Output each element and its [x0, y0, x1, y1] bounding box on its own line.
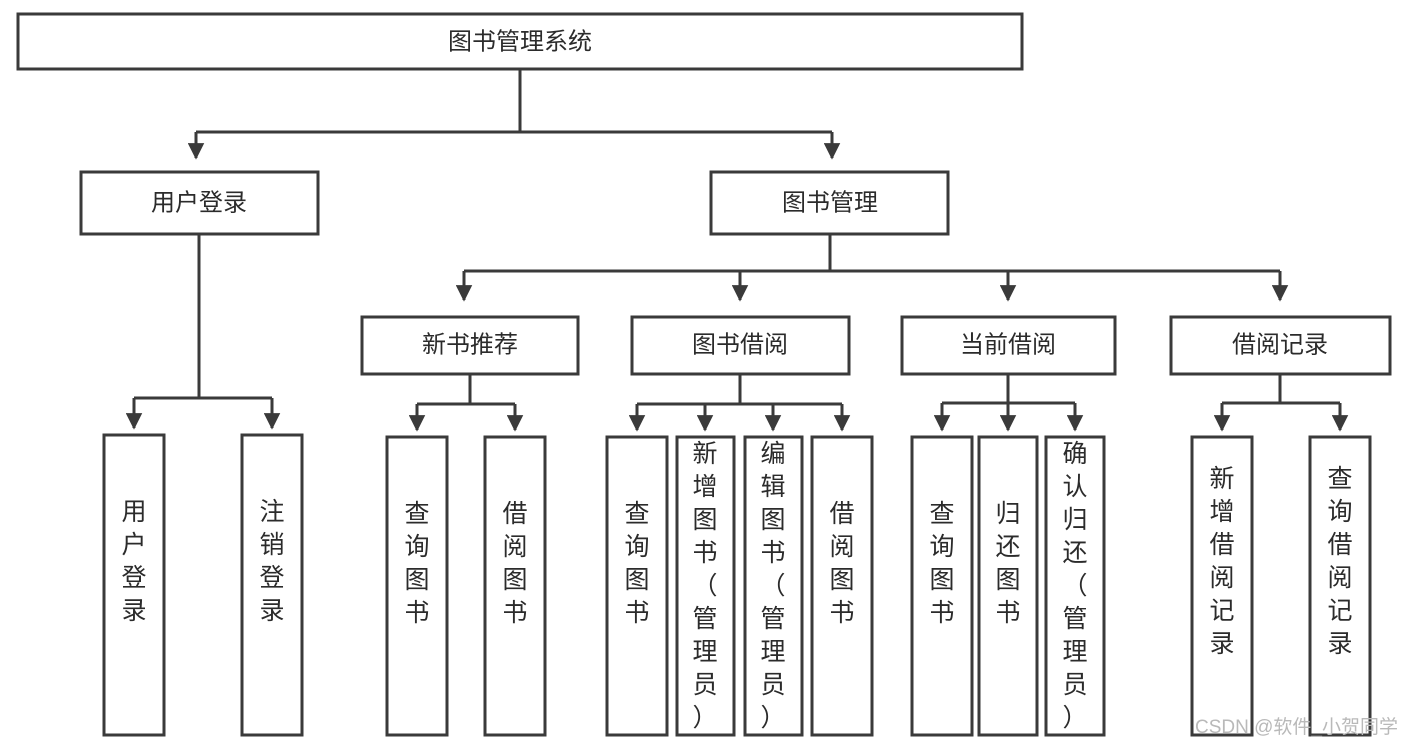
node-user-login[interactable]: 用户登录 — [79, 170, 320, 236]
connectors-borrow-record-to-leaves — [1213, 374, 1349, 432]
node-leaf-add-book[interactable]: 新增图书（管理员） — [675, 435, 736, 737]
node-leaf-add-borrow-record-box[interactable] — [1190, 435, 1254, 737]
node-leaf-query-book-2-box[interactable] — [605, 435, 669, 737]
node-leaf-return-book-box[interactable] — [977, 435, 1039, 737]
node-leaf-query-book-3[interactable]: 查询图书 — [910, 435, 974, 737]
connectors-new-book-recommend-to-leaves — [408, 374, 524, 432]
node-leaf-query-borrow-record-box[interactable] — [1308, 435, 1372, 737]
node-new-book-recommend-label: 新书推荐 — [422, 331, 518, 358]
node-book-borrow-box[interactable] — [630, 315, 851, 376]
node-leaf-user-login-label: 用户登录 — [121, 498, 146, 625]
node-leaf-return-book-label: 归还图书 — [995, 500, 1020, 627]
connectors-book-borrow-to-leaves — [628, 374, 851, 432]
node-leaf-return-book[interactable]: 归还图书 — [977, 435, 1039, 737]
node-leaf-add-book-box[interactable] — [675, 435, 736, 737]
node-leaf-logout-login[interactable]: 注销登录 — [240, 433, 304, 737]
node-leaf-add-book-label: 新增图书（管理员） — [692, 440, 717, 732]
node-leaf-query-book-1-box[interactable] — [385, 435, 449, 737]
node-current-borrow[interactable]: 当前借阅 — [900, 315, 1117, 376]
connectors-root-to-level2 — [187, 69, 841, 160]
node-book-manage-box[interactable] — [709, 170, 950, 236]
node-leaf-borrow-book-2-label: 借阅图书 — [829, 500, 854, 627]
node-leaf-query-book-1-label: 查询图书 — [404, 500, 429, 627]
node-leaf-edit-book-box[interactable] — [743, 435, 804, 737]
node-leaf-query-book-2[interactable]: 查询图书 — [605, 435, 669, 737]
node-book-manage-label: 图书管理 — [782, 189, 878, 216]
node-leaf-query-book-1[interactable]: 查询图书 — [385, 435, 449, 737]
node-root-label: 图书管理系统 — [448, 28, 592, 55]
connectors-current-borrow-to-leaves — [933, 374, 1084, 432]
node-user-login-label: 用户登录 — [151, 189, 247, 216]
node-leaf-add-borrow-record[interactable]: 新增借阅记录 — [1190, 435, 1254, 737]
node-borrow-record-box[interactable] — [1169, 315, 1392, 376]
node-leaf-query-book-2-label: 查询图书 — [624, 500, 649, 627]
node-root[interactable]: 图书管理系统 — [16, 12, 1024, 71]
connectors-user-login-to-leaves — [125, 234, 281, 430]
node-current-borrow-box[interactable] — [900, 315, 1117, 376]
node-book-borrow-label: 图书借阅 — [692, 331, 788, 358]
node-leaf-query-borrow-record[interactable]: 查询借阅记录 — [1308, 435, 1372, 737]
node-new-book-recommend-box[interactable] — [360, 315, 580, 376]
node-leaf-borrow-book-2-box[interactable] — [810, 435, 874, 737]
node-leaf-add-borrow-record-label: 新增借阅记录 — [1209, 465, 1234, 658]
node-book-borrow[interactable]: 图书借阅 — [630, 315, 851, 376]
node-leaf-user-login-box[interactable] — [102, 433, 166, 737]
node-user-login-box[interactable] — [79, 170, 320, 236]
node-borrow-record-label: 借阅记录 — [1232, 331, 1328, 358]
node-root-box[interactable] — [16, 12, 1024, 71]
node-leaf-borrow-book-1[interactable]: 借阅图书 — [483, 435, 547, 737]
node-leaf-confirm-return[interactable]: 确认归还（管理员） — [1044, 435, 1106, 737]
csdn-watermark: CSDN @软件_小贺同学 — [1195, 716, 1398, 738]
node-leaf-borrow-book-2[interactable]: 借阅图书 — [810, 435, 874, 737]
node-borrow-record[interactable]: 借阅记录 — [1169, 315, 1392, 376]
node-leaf-query-book-3-box[interactable] — [910, 435, 974, 737]
node-leaf-confirm-return-box[interactable] — [1044, 435, 1106, 737]
node-leaf-borrow-book-1-box[interactable] — [483, 435, 547, 737]
node-leaf-confirm-return-label: 确认归还（管理员） — [1062, 440, 1087, 732]
node-leaf-logout-login-label: 注销登录 — [259, 498, 284, 625]
node-new-book-recommend[interactable]: 新书推荐 — [360, 315, 580, 376]
node-current-borrow-label: 当前借阅 — [960, 331, 1056, 358]
node-book-manage[interactable]: 图书管理 — [709, 170, 950, 236]
node-leaf-logout-login-box[interactable] — [240, 433, 304, 737]
connectors-book-manage-to-level3 — [455, 234, 1289, 302]
node-leaf-query-borrow-record-label: 查询借阅记录 — [1327, 465, 1352, 658]
node-leaf-edit-book-label: 编辑图书（管理员） — [760, 440, 785, 732]
node-leaf-edit-book[interactable]: 编辑图书（管理员） — [743, 435, 804, 737]
node-leaf-borrow-book-1-label: 借阅图书 — [502, 500, 527, 627]
node-leaf-user-login[interactable]: 用户登录 — [102, 433, 166, 737]
node-leaf-query-book-3-label: 查询图书 — [929, 500, 954, 627]
